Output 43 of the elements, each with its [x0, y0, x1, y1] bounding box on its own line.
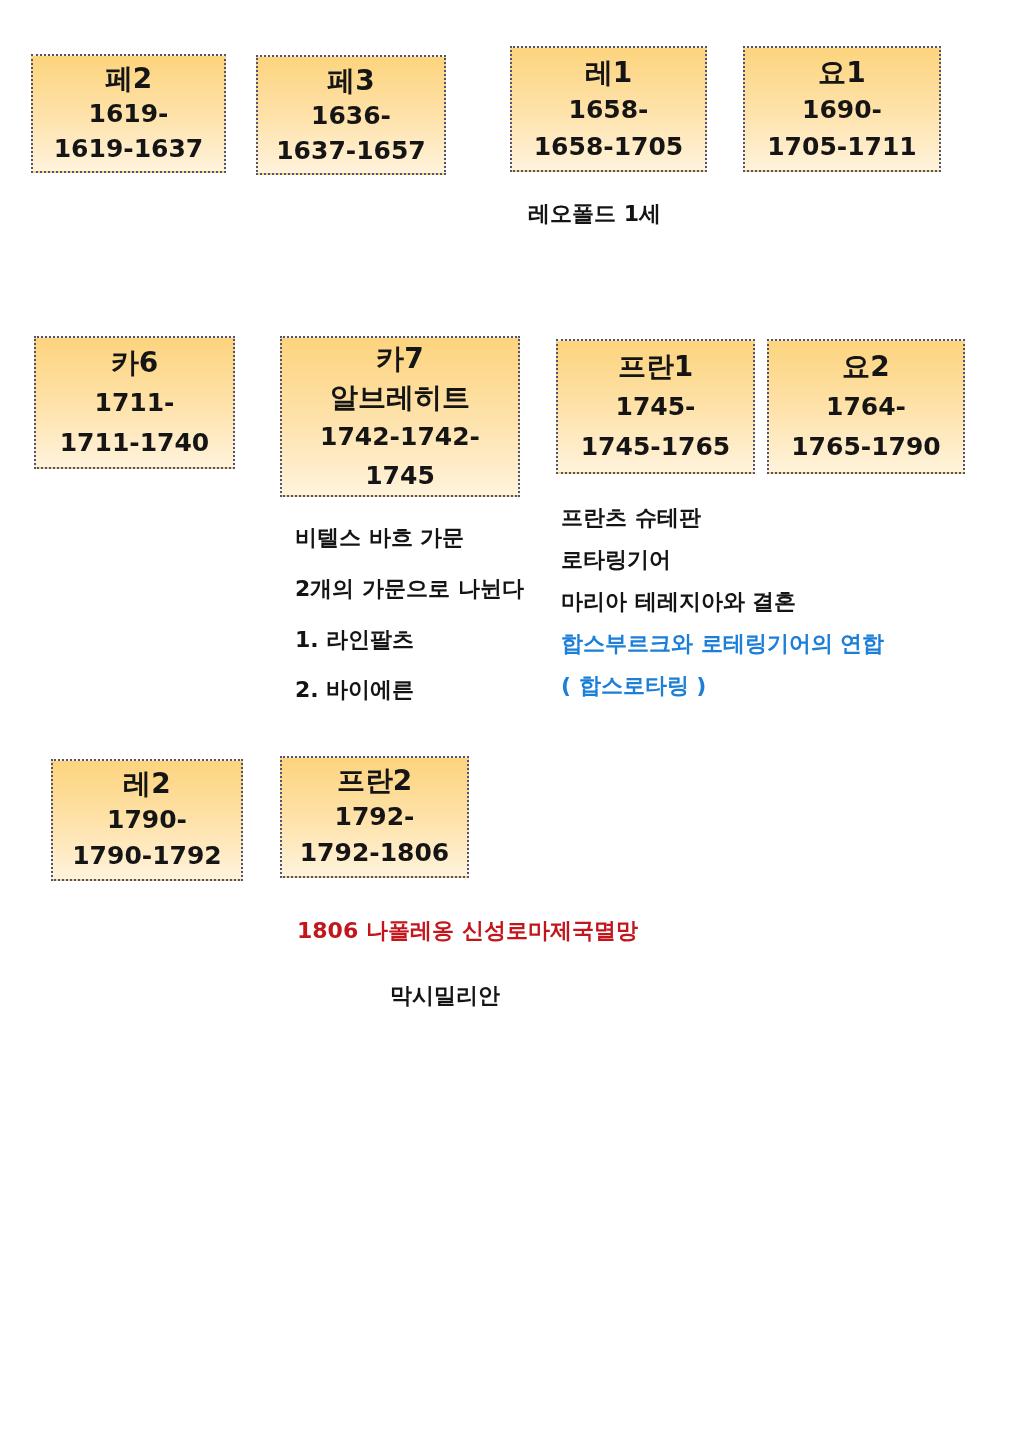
reign-years: 1764- 1765-1790 [790, 390, 942, 463]
ruler-box [51, 759, 243, 881]
reign-years: 1658- 1658-1705 [532, 93, 685, 163]
reign-years: 1790- 1790-1792 [71, 804, 223, 872]
ruler-label: 프란1 [617, 348, 694, 385]
ruler-box [280, 756, 469, 878]
ruler-label: 페2 [104, 61, 153, 96]
ruler-label: 카6 [110, 344, 159, 381]
note-text: ( 합스로타링 ) [561, 672, 707, 700]
ruler-box [256, 55, 446, 175]
ruler-label: 요2 [842, 348, 890, 385]
reign-years: 1711- 1711-1740 [58, 386, 211, 459]
note-text: 레오폴드 1세 [528, 200, 661, 228]
ruler-box [556, 339, 755, 474]
ruler-box [280, 336, 520, 497]
ruler-box [31, 54, 226, 173]
ruler-box [767, 339, 965, 474]
ruler-label: 페3 [327, 62, 375, 98]
ruler-label: 카7 [376, 340, 424, 377]
note-text: 로타링기어 [561, 546, 671, 574]
reign-years: 1619- 1619-1637 [52, 98, 205, 165]
ruler-box [510, 46, 707, 172]
ruler-label: 레2 [123, 766, 171, 802]
ruler-label: 요1 [818, 54, 866, 91]
reign-years: 1690- 1705-1711 [766, 93, 918, 163]
note-text: 2개의 가문으로 나뉜다 [295, 575, 524, 603]
note-text: 합스부르크와 로테링기어의 연합 [561, 630, 885, 658]
note-text: 1. 라인팔츠 [295, 626, 415, 654]
ruler-label: 프란2 [336, 763, 413, 799]
ruler-label: 레1 [584, 54, 633, 91]
note-text: 2. 바이에른 [295, 676, 415, 704]
reign-years: 1792- 1792-1806 [298, 801, 451, 869]
note-text: 비텔스 바흐 가문 [295, 524, 465, 552]
note-text: 마리아 테레지아와 결혼 [561, 588, 797, 616]
event-note: 1806 나폴레옹 신성로마제국멸망 [297, 917, 638, 945]
ruler-name: 알브레히트 [330, 379, 470, 416]
ruler-box [743, 46, 941, 172]
name-label: 막시밀리안 [390, 982, 500, 1010]
note-text: 프란츠 슈테판 [561, 504, 701, 532]
reign-years: 1636- 1637-1657 [275, 99, 427, 167]
reign-years: 1745- 1745-1765 [579, 390, 732, 463]
ruler-box [34, 336, 235, 469]
reign-years: 1742-1742- 1745 [319, 420, 481, 492]
